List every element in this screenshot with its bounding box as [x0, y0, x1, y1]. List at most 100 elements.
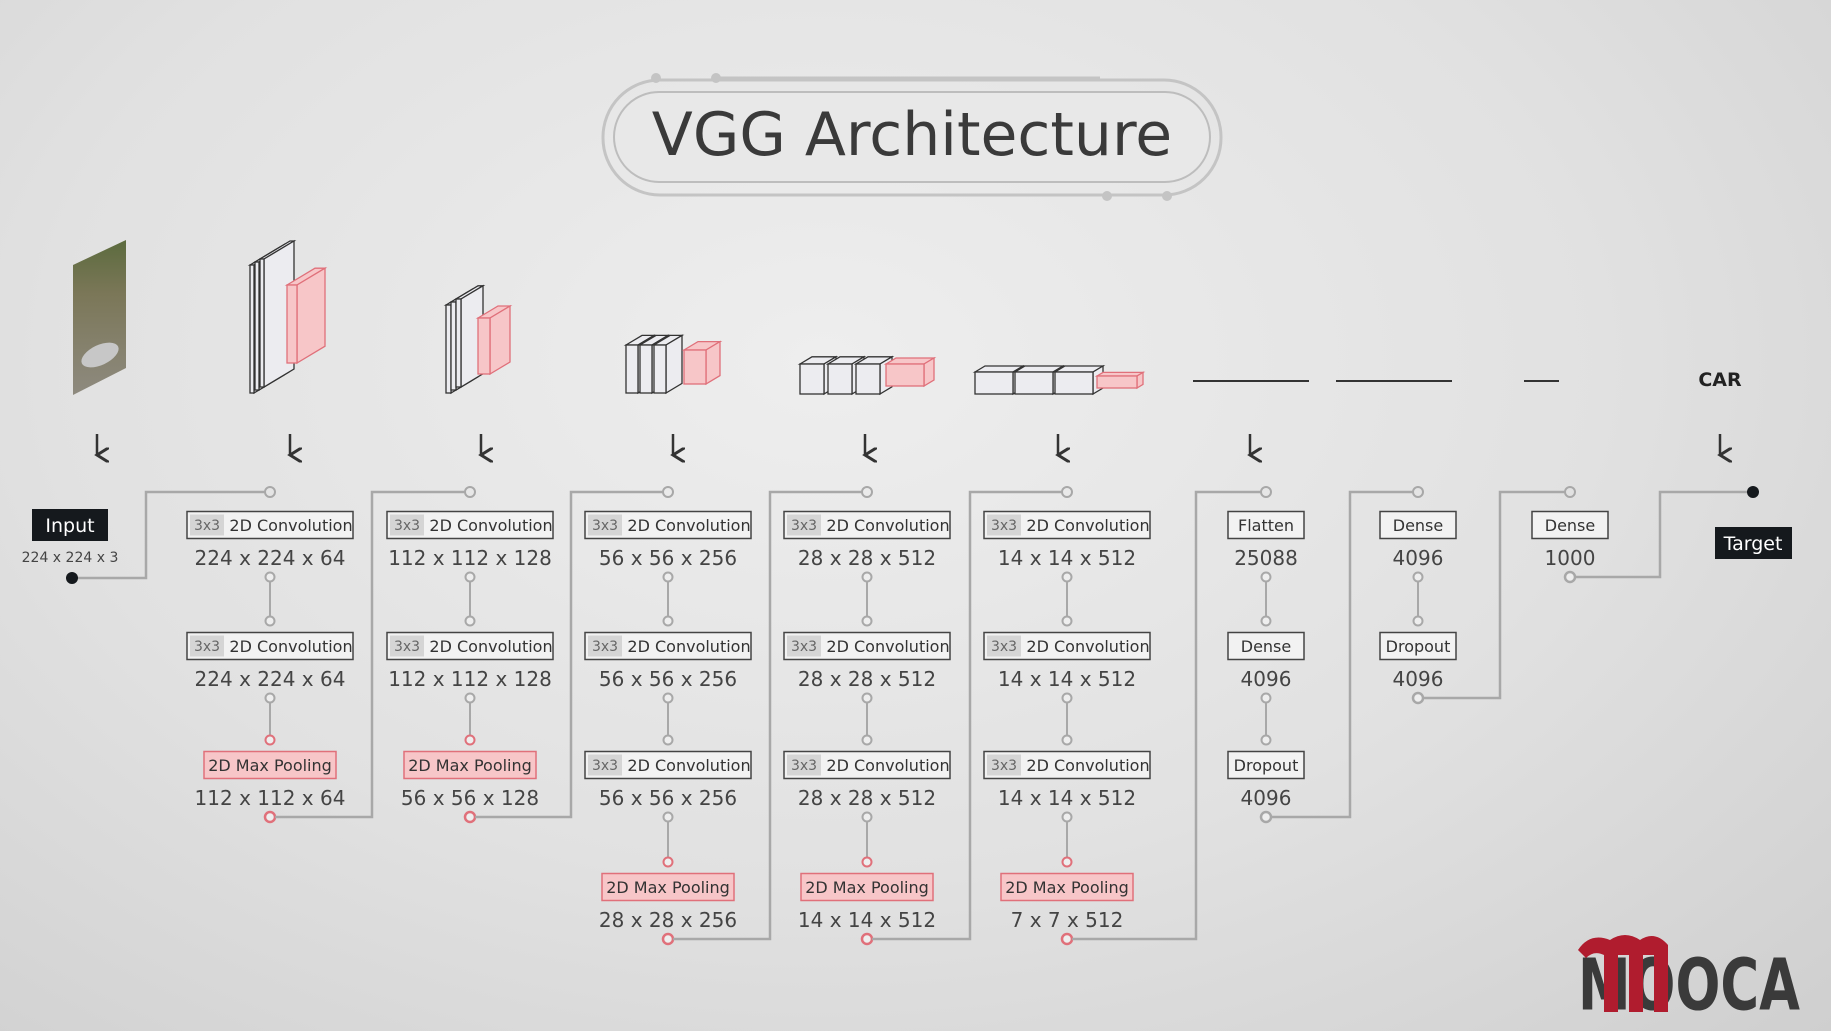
target-class-label: CAR — [1698, 369, 1742, 391]
conv-layer: 3x3 2D Convolution 56 x 56 x 256 — [584, 631, 752, 691]
conv-layer: 3x3 2D Convolution 224 x 224 x 64 — [186, 510, 354, 570]
layer-dims: 14 x 14 x 512 — [998, 546, 1136, 570]
layer-column-3: 3x3 2D Convolution 56 x 56 x 256 3x3 2D Conv… — [584, 510, 752, 932]
kernel-size-label: 3x3 — [592, 639, 618, 655]
layer-dims: 56 x 56 x 128 — [401, 786, 539, 810]
layer-label: 2D Convolution — [229, 516, 352, 535]
conv-layer: 3x3 2D Convolution 28 x 28 x 512 — [783, 631, 951, 691]
layer-dims: 112 x 112 x 128 — [388, 667, 552, 691]
layer-dims: 14 x 14 x 512 — [798, 908, 936, 932]
layer-label: 2D Convolution — [826, 637, 949, 656]
dense-layer: Dense 1000 — [1531, 510, 1609, 570]
kernel-size-label: 3x3 — [394, 639, 420, 655]
title-banner: VGG Architecture — [601, 73, 1223, 201]
layer-label: 2D Max Pooling — [1005, 878, 1129, 897]
layer-label: 2D Convolution — [229, 637, 352, 656]
layer-label: 2D Max Pooling — [208, 756, 332, 775]
layer-dims: 14 x 14 x 512 — [998, 667, 1136, 691]
input-shape: 224 x 224 x 3 — [22, 550, 119, 566]
layer-label: Flatten — [1238, 516, 1294, 535]
layer-dims: 112 x 112 x 64 — [195, 786, 346, 810]
kernel-size-label: 3x3 — [394, 518, 420, 534]
layer-label: 2D Convolution — [1026, 756, 1149, 775]
layer-dims: 28 x 28 x 512 — [798, 546, 936, 570]
layer-column-4: 3x3 2D Convolution 28 x 28 x 512 3x3 2D Conv… — [783, 510, 951, 932]
layer-label: Dropout — [1234, 756, 1299, 775]
dense-layer: Dense 4096 — [1379, 510, 1457, 570]
layer-label: 2D Convolution — [1026, 637, 1149, 656]
layer-label: 2D Convolution — [429, 637, 552, 656]
kernel-size-label: 3x3 — [991, 639, 1017, 655]
kernel-size-label: 3x3 — [592, 518, 618, 534]
layer-label: Dense — [1545, 516, 1595, 535]
layer-column-8: Dense 1000 — [1531, 510, 1609, 570]
kernel-size-label: 3x3 — [194, 639, 220, 655]
mooca-mark-icon — [1578, 935, 1668, 1012]
input-label: Input — [45, 515, 94, 537]
input-node: Input 224 x 224 x 3 — [22, 509, 119, 566]
feature-volumes — [247, 239, 1146, 396]
conv-layer: 3x3 2D Convolution 14 x 14 x 512 — [983, 750, 1151, 810]
mooca-logo: MOOCA — [1578, 935, 1800, 1027]
layer-column-2: 3x3 2D Convolution 112 x 112 x 128 3x3 2D Co… — [386, 510, 554, 810]
layer-dims: 224 x 224 x 64 — [195, 667, 346, 691]
layer-dims: 56 x 56 x 256 — [599, 786, 737, 810]
max-pool-layer: 2D Max Pooling 112 x 112 x 64 — [195, 750, 346, 810]
max-pool-layer: 2D Max Pooling 7 x 7 x 512 — [1000, 872, 1134, 932]
dense-layer: Dropout 4096 — [1379, 631, 1457, 691]
kernel-size-label: 3x3 — [194, 518, 220, 534]
kernel-size-label: 3x3 — [791, 518, 817, 534]
dense-layer: Flatten 25088 — [1227, 510, 1305, 570]
layer-dims: 7 x 7 x 512 — [1011, 908, 1124, 932]
layer-dims: 112 x 112 x 128 — [388, 546, 552, 570]
layer-label: 2D Max Pooling — [805, 878, 929, 897]
conv-layer: 3x3 2D Convolution 28 x 28 x 512 — [783, 510, 951, 570]
layer-column-1: 3x3 2D Convolution 224 x 224 x 64 3x3 2D Con… — [186, 510, 354, 810]
layer-label: Dense — [1393, 516, 1443, 535]
kernel-size-label: 3x3 — [791, 639, 817, 655]
target-node: Target — [1715, 527, 1792, 559]
conv-layer: 3x3 2D Convolution 14 x 14 x 512 — [983, 631, 1151, 691]
kernel-size-label: 3x3 — [791, 758, 817, 774]
layer-label: 2D Convolution — [826, 756, 949, 775]
conv-layer: 3x3 2D Convolution 224 x 224 x 64 — [186, 631, 354, 691]
layer-dims: 224 x 224 x 64 — [195, 546, 346, 570]
layer-dims: 1000 — [1545, 546, 1596, 570]
layer-label: 2D Convolution — [627, 516, 750, 535]
layer-column-5: 3x3 2D Convolution 14 x 14 x 512 3x3 2D Conv… — [983, 510, 1151, 932]
layer-dims: 25088 — [1234, 546, 1298, 570]
conv-layer: 3x3 2D Convolution 112 x 112 x 128 — [386, 510, 554, 570]
max-pool-layer: 2D Max Pooling 14 x 14 x 512 — [798, 872, 936, 932]
layer-label: Dropout — [1386, 637, 1451, 656]
max-pool-layer: 2D Max Pooling 56 x 56 x 128 — [401, 750, 539, 810]
layer-dims: 14 x 14 x 512 — [998, 786, 1136, 810]
page-title: VGG Architecture — [652, 100, 1172, 170]
layer-dims: 56 x 56 x 256 — [599, 667, 737, 691]
layer-dims: 4096 — [1241, 786, 1292, 810]
layer-label: 2D Max Pooling — [408, 756, 532, 775]
layer-label: 2D Convolution — [627, 637, 750, 656]
layer-label: 2D Convolution — [429, 516, 552, 535]
layer-dims: 28 x 28 x 512 — [798, 786, 936, 810]
layer-dims: 4096 — [1393, 546, 1444, 570]
kernel-size-label: 3x3 — [991, 758, 1017, 774]
layer-dims: 4096 — [1241, 667, 1292, 691]
layer-label: Dense — [1241, 637, 1291, 656]
dense-layer: Dense 4096 — [1227, 631, 1305, 691]
layer-dims: 28 x 28 x 512 — [798, 667, 936, 691]
layer-dims: 4096 — [1393, 667, 1444, 691]
layer-label: 2D Convolution — [826, 516, 949, 535]
input-image-illustration — [73, 240, 126, 395]
target-label: Target — [1723, 533, 1783, 555]
conv-layer: 3x3 2D Convolution 112 x 112 x 128 — [386, 631, 554, 691]
kernel-size-label: 3x3 — [991, 518, 1017, 534]
down-arrows — [97, 434, 1720, 455]
